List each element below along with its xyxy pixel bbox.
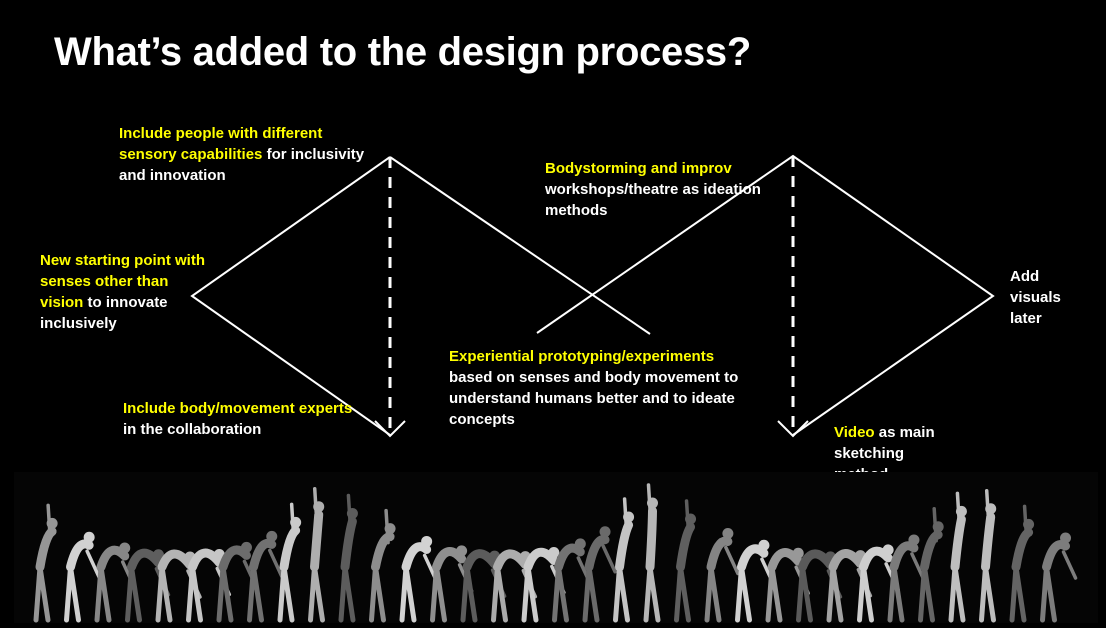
dancer-figure	[582, 526, 617, 623]
dancer-figure	[247, 530, 284, 623]
dancer-figure	[308, 486, 325, 623]
dancer-figure	[735, 539, 776, 623]
dancer-figure	[948, 491, 967, 623]
arrowhead-2	[777, 420, 809, 438]
dancer-figure	[338, 493, 358, 623]
diamond-2-outline	[536, 154, 995, 436]
label-bodystorming: Bodystorming and improv workshops/theatr…	[545, 160, 761, 219]
dancer-figure	[33, 503, 58, 623]
dancer-figure	[643, 483, 661, 623]
dancer-figure	[979, 489, 997, 623]
slide-title: What’s added to the design process?	[54, 30, 752, 74]
dancer-figure	[277, 502, 302, 623]
arrowhead-1	[374, 420, 406, 438]
diamond-1-outline	[190, 156, 651, 436]
label-experiential-prototyping: Experiential prototyping/experiments bas…	[449, 348, 739, 428]
dancer-figure	[1009, 504, 1035, 623]
dancer-figure	[1040, 532, 1078, 623]
label-body-movement-experts: Include body/movement experts in the col…	[123, 400, 353, 438]
label-add-visuals: Add visuals later	[1010, 268, 1061, 327]
dancer-figure	[369, 508, 396, 623]
dancer-figure	[887, 534, 926, 623]
label-sensory-capabilities: Include people with different sensory ca…	[119, 125, 365, 184]
dancer-figure	[399, 535, 439, 623]
dancer-figure	[64, 531, 101, 623]
dancer-silhouettes	[33, 483, 1078, 623]
dancer-figure	[918, 506, 944, 623]
label-new-starting-point: New starting point with senses other tha…	[40, 252, 205, 332]
dancer-movement-sequence-photo	[14, 472, 1098, 623]
dancer-figure	[613, 497, 635, 623]
dancer-figure	[674, 499, 697, 623]
dancer-figure	[704, 527, 740, 623]
